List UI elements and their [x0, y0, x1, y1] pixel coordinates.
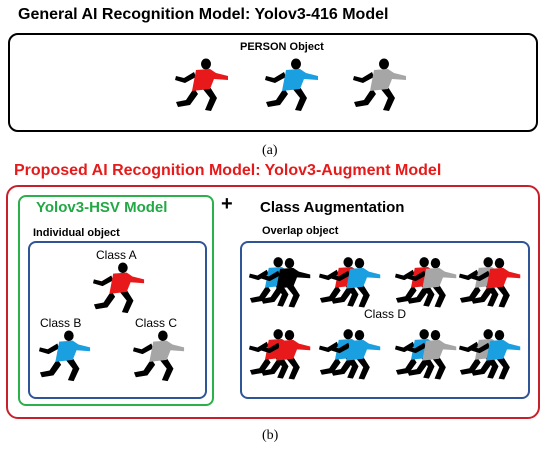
blue-gray-overlap-icon	[394, 329, 457, 380]
overlap-object-box	[240, 241, 530, 399]
class-a-label: Class A	[96, 248, 137, 262]
class-b-blue-runner-icon	[38, 330, 91, 382]
red-blue-overlap-icon	[318, 257, 381, 308]
panel-a-box	[8, 33, 538, 132]
class-c-gray-runner-icon	[132, 330, 185, 382]
individual-object-label: Individual object	[33, 227, 120, 239]
class-augmentation-title: Class Augmentation	[260, 199, 405, 216]
class-c-label: Class C	[135, 316, 178, 330]
blue-blue-overlap-icon	[318, 329, 381, 380]
individual-object-box	[28, 241, 207, 399]
class-b-label: Class B	[40, 316, 82, 330]
hsv-model-title: Yolov3-HSV Model	[36, 199, 168, 216]
blue-runner-icon	[265, 58, 318, 111]
overlap-object-label: Overlap object	[262, 225, 339, 237]
class-a-red-runner-icon	[92, 262, 145, 314]
class-d-label: Class D	[364, 307, 407, 321]
panel-a-title: General AI Recognition Model: Yolov3-416…	[18, 6, 389, 23]
blue-black-overlap-icon	[248, 257, 311, 308]
gray-runner-icon	[353, 58, 406, 111]
gray-red-overlap-icon	[458, 257, 521, 308]
gray-blue-overlap-icon	[458, 329, 521, 380]
person-object-label: PERSON Object	[240, 41, 324, 53]
hsv-model-box	[18, 195, 214, 406]
red-gray-overlap-icon	[394, 257, 457, 308]
caption-a: (a)	[262, 143, 278, 158]
plus-sign: +	[221, 193, 233, 215]
red-runner-icon	[175, 58, 228, 111]
panel-b-title: Proposed AI Recognition Model: Yolov3-Au…	[14, 162, 442, 179]
red-red-overlap-icon	[248, 329, 311, 380]
caption-b: (b)	[262, 428, 279, 443]
panel-b-box	[6, 185, 540, 419]
